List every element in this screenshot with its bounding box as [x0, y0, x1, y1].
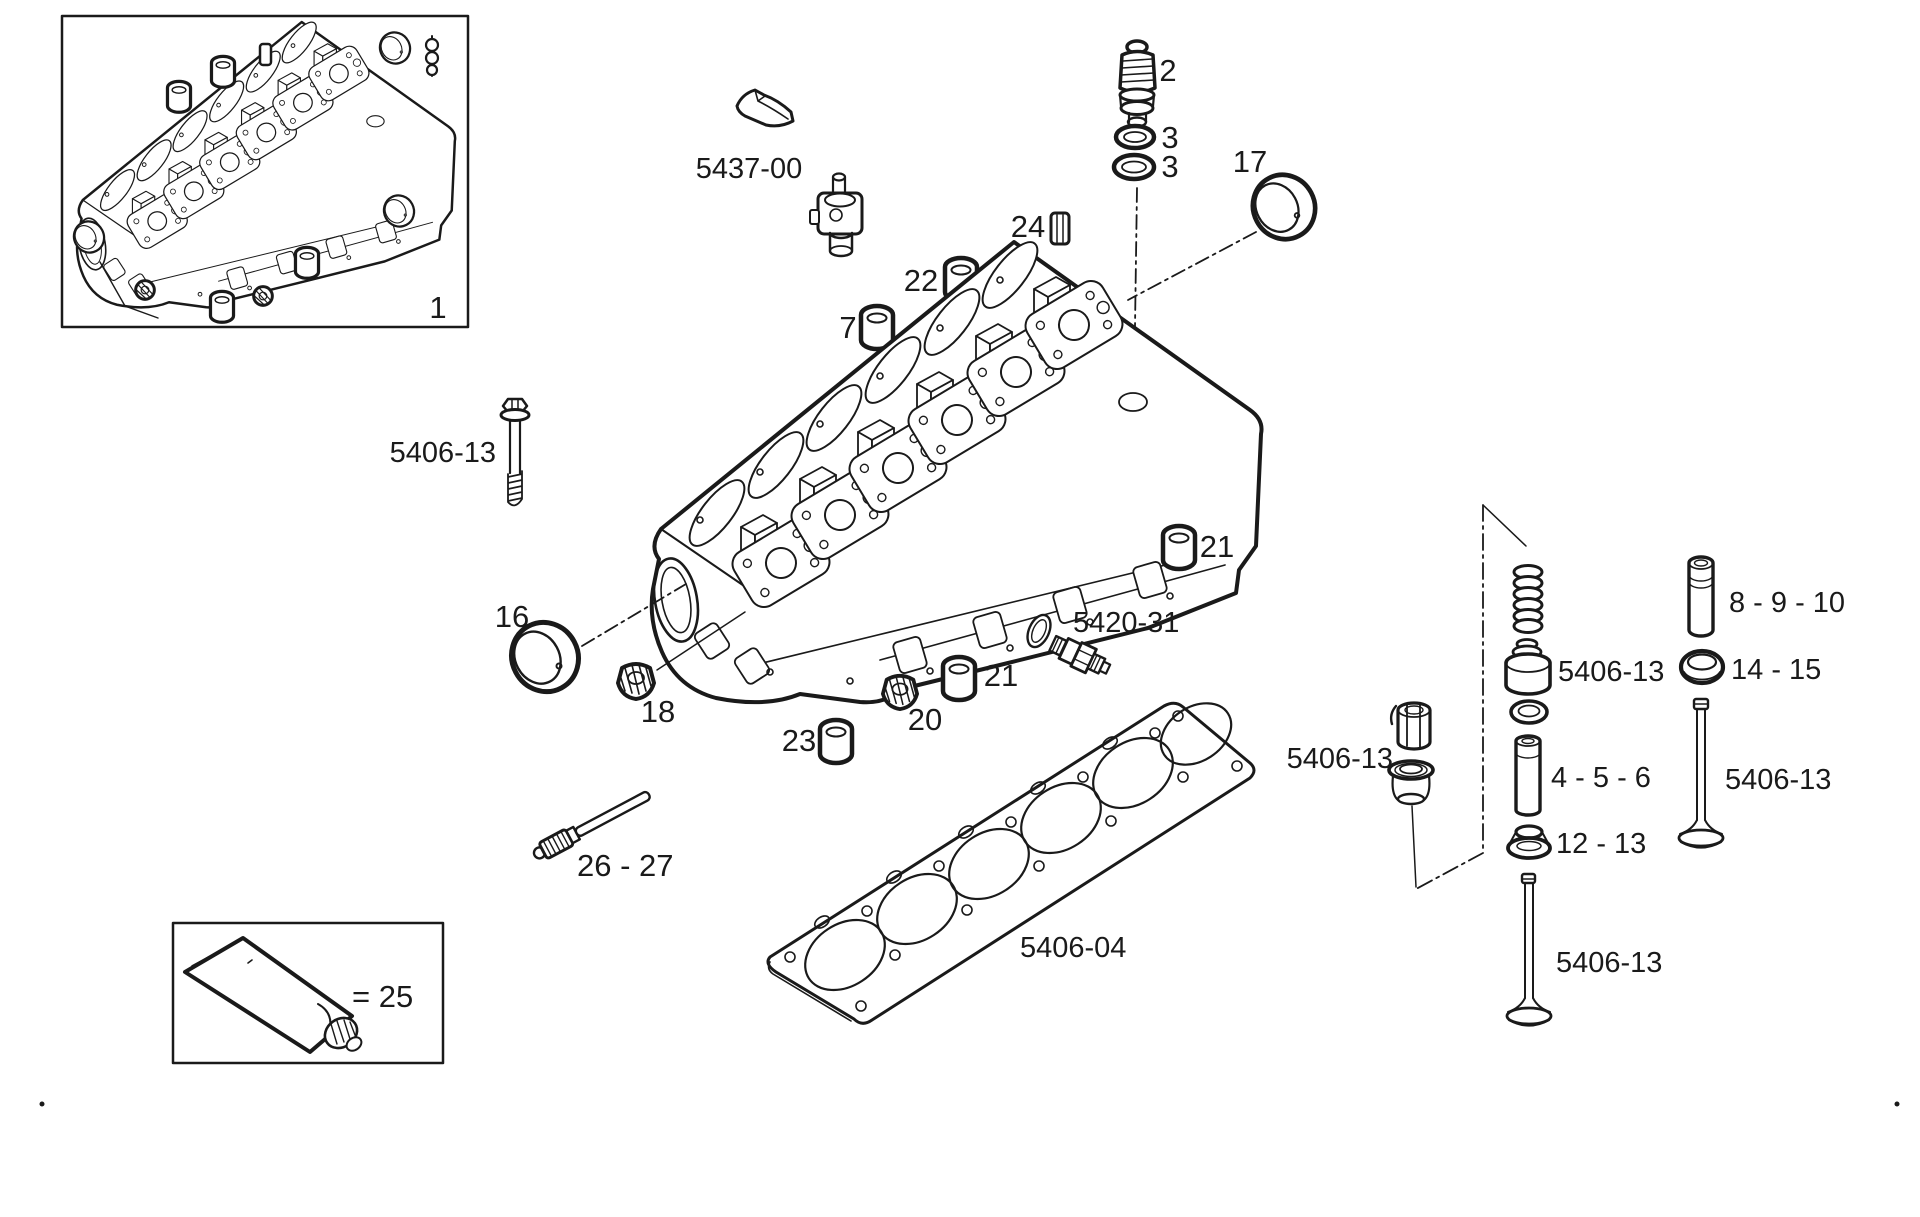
oring-lower-part [1111, 152, 1157, 182]
assembly-boundary [1415, 504, 1484, 890]
threaded-plug-20-group: 20 [881, 673, 942, 737]
code-5437-00: 5437-00 [696, 153, 802, 185]
callout-22: 22 [904, 263, 938, 298]
callout-23: 23 [782, 723, 816, 758]
stud-group: 26 - 27 [532, 790, 674, 883]
valve-seat-part [1678, 648, 1726, 686]
cup-plug-23-group: 23 [782, 720, 852, 763]
callout-3-lower: 3 [1161, 149, 1178, 184]
callout-26-27: 26 - 27 [577, 848, 674, 883]
head-bolt-group: 5406-13 [390, 397, 531, 507]
callout-3-upper: 3 [1161, 120, 1178, 155]
bracket-group-5437: 5437-00 [696, 88, 864, 258]
spring-seat-ring-part [1509, 699, 1549, 725]
callout-8-9-10: 8 - 9 - 10 [1729, 587, 1845, 619]
callout-17: 17 [1233, 144, 1267, 179]
spring-seat-washer-part [1387, 759, 1435, 806]
code-5406-13-valve-right: 5406-13 [1725, 764, 1831, 796]
cup-plug-21-rear-group: 21 [1163, 526, 1234, 569]
callout-25: = 25 [352, 979, 413, 1014]
inset-loose-parts [67, 25, 440, 324]
cup-plug-21-front-group: 21 [943, 657, 1018, 700]
code-5406-13-collet: 5406-13 [1287, 743, 1393, 775]
sealant-box: = 25 [171, 921, 445, 1065]
code-5420-31: 5420-31 [1073, 607, 1179, 639]
callout-12-13: 12 - 13 [1556, 828, 1646, 860]
callout-24: 24 [1011, 209, 1045, 244]
bracket-part [809, 172, 864, 258]
leader-17 [1127, 231, 1257, 301]
callout-4-5-6: 4 - 5 - 6 [1551, 762, 1651, 794]
dowel-part [1049, 211, 1071, 246]
valve-stem-seal-part [1506, 824, 1552, 860]
valve-left-part [1505, 872, 1553, 1027]
head-gasket-part [766, 701, 1256, 1025]
cup-plug-22-group: 22 [904, 258, 977, 301]
valve-stem-sleeve-part [1687, 555, 1715, 638]
valve-right-part [1677, 697, 1725, 849]
dowel-24-group: 24 [1011, 209, 1071, 246]
page-mark-right [1894, 1101, 1900, 1107]
sensor-5420-group: 5420-31 [1026, 607, 1179, 675]
spring-retainer-part [1504, 638, 1552, 696]
sealant-tube-part [183, 936, 363, 1054]
callout-16: 16 [495, 599, 529, 634]
callout-18: 18 [641, 694, 675, 729]
injector-sleeve-part [1118, 39, 1157, 128]
callout-21-rear: 21 [1200, 529, 1234, 564]
wedge-part [735, 88, 795, 128]
leader-16 [581, 583, 687, 647]
valve-guide-part [1514, 734, 1542, 817]
cam-bushing-rear-group: 17 [1127, 144, 1326, 301]
stud-part [532, 790, 651, 860]
callout-21-front: 21 [984, 658, 1018, 693]
code-5406-13-retainer: 5406-13 [1558, 656, 1664, 688]
sensor-part [1048, 634, 1112, 675]
valve-components: 5406-13 4 - 5 - 6 12 - 13 [1287, 504, 1845, 1027]
valve-collet-part [1389, 701, 1432, 751]
threaded-plug-18-group: 18 [616, 611, 746, 729]
cup-plug-23-part [820, 720, 852, 763]
callout-20: 20 [908, 702, 942, 737]
code-5406-13-bolt: 5406-13 [390, 437, 496, 469]
callout-7: 7 [839, 310, 856, 345]
cup-plug-21-rear-part [1163, 526, 1195, 569]
oring-upper-part [1113, 123, 1157, 151]
inset-complete-head-box: 1 [60, 14, 470, 329]
cup-plug-7-group: 7 [839, 306, 893, 349]
head-gasket-group: 5406-04 [766, 701, 1256, 1025]
valve-spring-part [1512, 564, 1544, 634]
leader-18 [656, 611, 746, 671]
cup-plug-21-front-part [943, 657, 975, 700]
page-mark-left [39, 1101, 45, 1107]
callout-1: 1 [429, 290, 446, 325]
code-5406-04: 5406-04 [1020, 932, 1126, 964]
callout-14-15: 14 - 15 [1731, 654, 1821, 686]
cam-bushing-front-group: 16 [495, 583, 687, 703]
callout-2: 2 [1159, 53, 1176, 88]
code-5406-13-valve-left: 5406-13 [1556, 947, 1662, 979]
